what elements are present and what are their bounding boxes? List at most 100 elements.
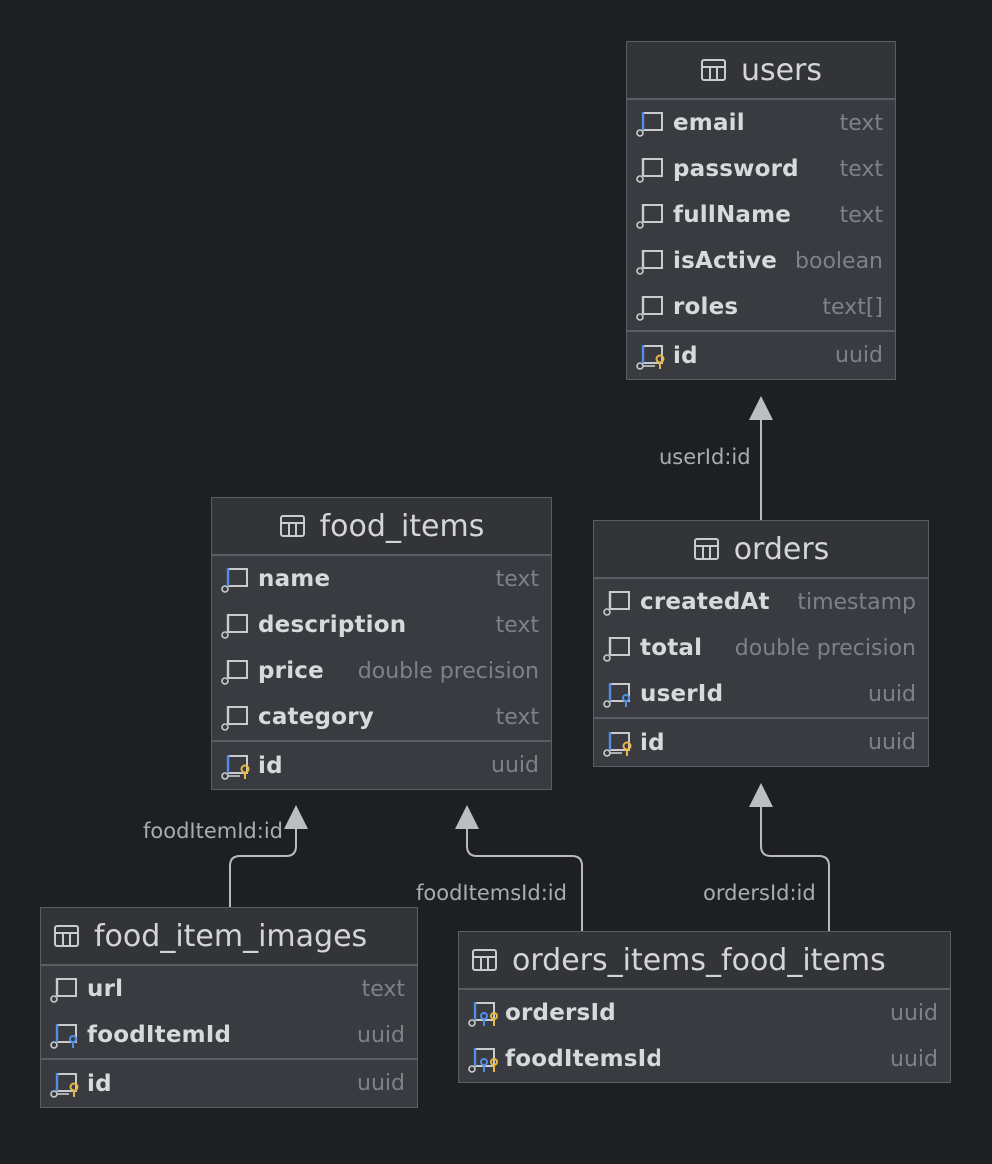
column-name: foodItemId — [87, 1022, 229, 1048]
column-name: roles — [673, 294, 739, 320]
column-row[interactable]: name text — [212, 556, 551, 602]
column-type: double precision — [357, 658, 539, 684]
relation-arrow-orders — [749, 783, 773, 807]
table-title: orders — [733, 531, 830, 567]
table-header[interactable]: orders_items_food_items — [459, 932, 950, 990]
table-icon — [693, 538, 719, 560]
column-type: text — [495, 612, 539, 638]
table-header[interactable]: food_items — [212, 498, 551, 556]
column-type: text — [839, 202, 883, 228]
relation-label-fooditemsid: foodItemsId:id — [416, 881, 567, 905]
column-name: total — [640, 635, 703, 661]
column-unique-icon — [636, 112, 663, 137]
column-type: uuid — [357, 1022, 405, 1048]
column-name: category — [258, 704, 374, 730]
column-type: uuid — [890, 1000, 938, 1026]
column-row[interactable]: id uuid — [41, 1058, 417, 1107]
column-row[interactable]: url text — [41, 966, 417, 1012]
column-type: text — [839, 110, 883, 136]
column-icon — [636, 204, 663, 229]
relation-arrow-users — [749, 396, 773, 420]
column-type: text — [839, 156, 883, 182]
column-type: text — [495, 704, 539, 730]
foreign-key-icon — [50, 1024, 77, 1049]
column-name: isActive — [673, 248, 778, 274]
column-row[interactable]: description text — [212, 602, 551, 648]
foreign-key-icon — [603, 683, 630, 708]
table-header[interactable]: users — [627, 42, 895, 100]
relation-arrow-food-items-b — [455, 805, 479, 829]
column-icon — [636, 296, 663, 321]
table-header[interactable]: food_item_images — [41, 908, 417, 966]
column-type: double precision — [734, 635, 916, 661]
column-name: description — [258, 612, 407, 638]
column-name: userId — [640, 681, 724, 707]
relation-label-userid: userId:id — [659, 445, 751, 469]
column-icon — [50, 978, 77, 1003]
table-icon — [700, 59, 726, 81]
column-row[interactable]: roles text[] — [627, 284, 895, 330]
column-name: id — [640, 729, 665, 756]
table-icon — [472, 949, 497, 971]
column-name: price — [258, 658, 324, 684]
column-row[interactable]: foodItemsId uuid — [459, 1036, 950, 1082]
column-type: text — [361, 976, 405, 1002]
column-row[interactable]: ordersId uuid — [459, 990, 950, 1036]
column-icon — [221, 660, 248, 685]
column-name: id — [87, 1070, 112, 1097]
column-name: id — [258, 752, 283, 779]
column-name: createdAt — [640, 589, 770, 615]
column-type: text[] — [822, 294, 883, 320]
column-name: url — [87, 976, 124, 1002]
relation-label-fooditemid: foodItemId:id — [143, 819, 283, 843]
column-name: id — [673, 342, 698, 369]
column-row[interactable]: total double precision — [594, 625, 928, 671]
column-row[interactable]: email text — [627, 100, 895, 146]
column-name: password — [673, 156, 799, 182]
column-icon — [636, 158, 663, 183]
column-icon — [603, 637, 630, 662]
column-icon — [221, 706, 248, 731]
primary-key-icon — [603, 731, 632, 757]
table-icon — [54, 925, 79, 947]
column-type: uuid — [890, 1046, 938, 1072]
column-name: name — [258, 566, 331, 592]
column-row[interactable]: password text — [627, 146, 895, 192]
column-unique-icon — [221, 568, 248, 593]
primary-key-icon — [50, 1072, 79, 1098]
column-row[interactable]: price double precision — [212, 648, 551, 694]
column-name: email — [673, 110, 745, 136]
column-name: ordersId — [505, 1000, 616, 1026]
relation-arrow-food-items-a — [284, 805, 308, 829]
relation-line-fooditemid — [229, 828, 297, 908]
column-type: text — [495, 566, 539, 592]
composite-key-icon — [468, 1048, 498, 1073]
relation-line-ordersid — [760, 806, 830, 932]
column-icon — [603, 591, 630, 616]
column-row[interactable]: foodItemId uuid — [41, 1012, 417, 1058]
primary-key-icon — [636, 344, 665, 370]
table-icon — [279, 515, 305, 537]
primary-key-icon — [221, 754, 250, 780]
column-row[interactable]: category text — [212, 694, 551, 740]
table-title: orders_items_food_items — [512, 942, 886, 978]
relation-label-ordersid: ordersId:id — [703, 881, 816, 905]
table-title: users — [740, 52, 823, 88]
column-name: foodItemsId — [505, 1046, 660, 1072]
table-header[interactable]: orders — [594, 521, 928, 579]
column-type: uuid — [357, 1071, 405, 1096]
composite-key-icon — [468, 1002, 498, 1027]
